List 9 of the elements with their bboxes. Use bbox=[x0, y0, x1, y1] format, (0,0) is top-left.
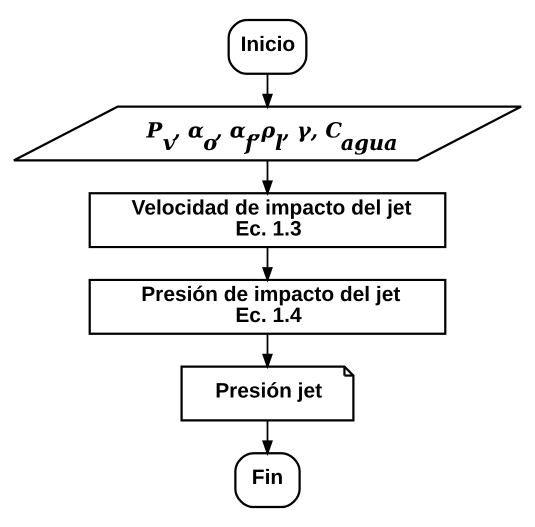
arrow bbox=[262, 334, 273, 370]
node-box: Fin bbox=[234, 452, 301, 508]
arrow bbox=[262, 160, 273, 196]
node-box: Inicio bbox=[228, 18, 308, 75]
arrow bbox=[262, 247, 273, 283]
arrow bbox=[262, 74, 273, 110]
node-box: Velocidad de impacto del jet Ec. 1.3 bbox=[88, 192, 446, 248]
node-box: Presión de impacto del jet Ec. 1.4 bbox=[88, 278, 446, 335]
arrow bbox=[262, 420, 273, 456]
